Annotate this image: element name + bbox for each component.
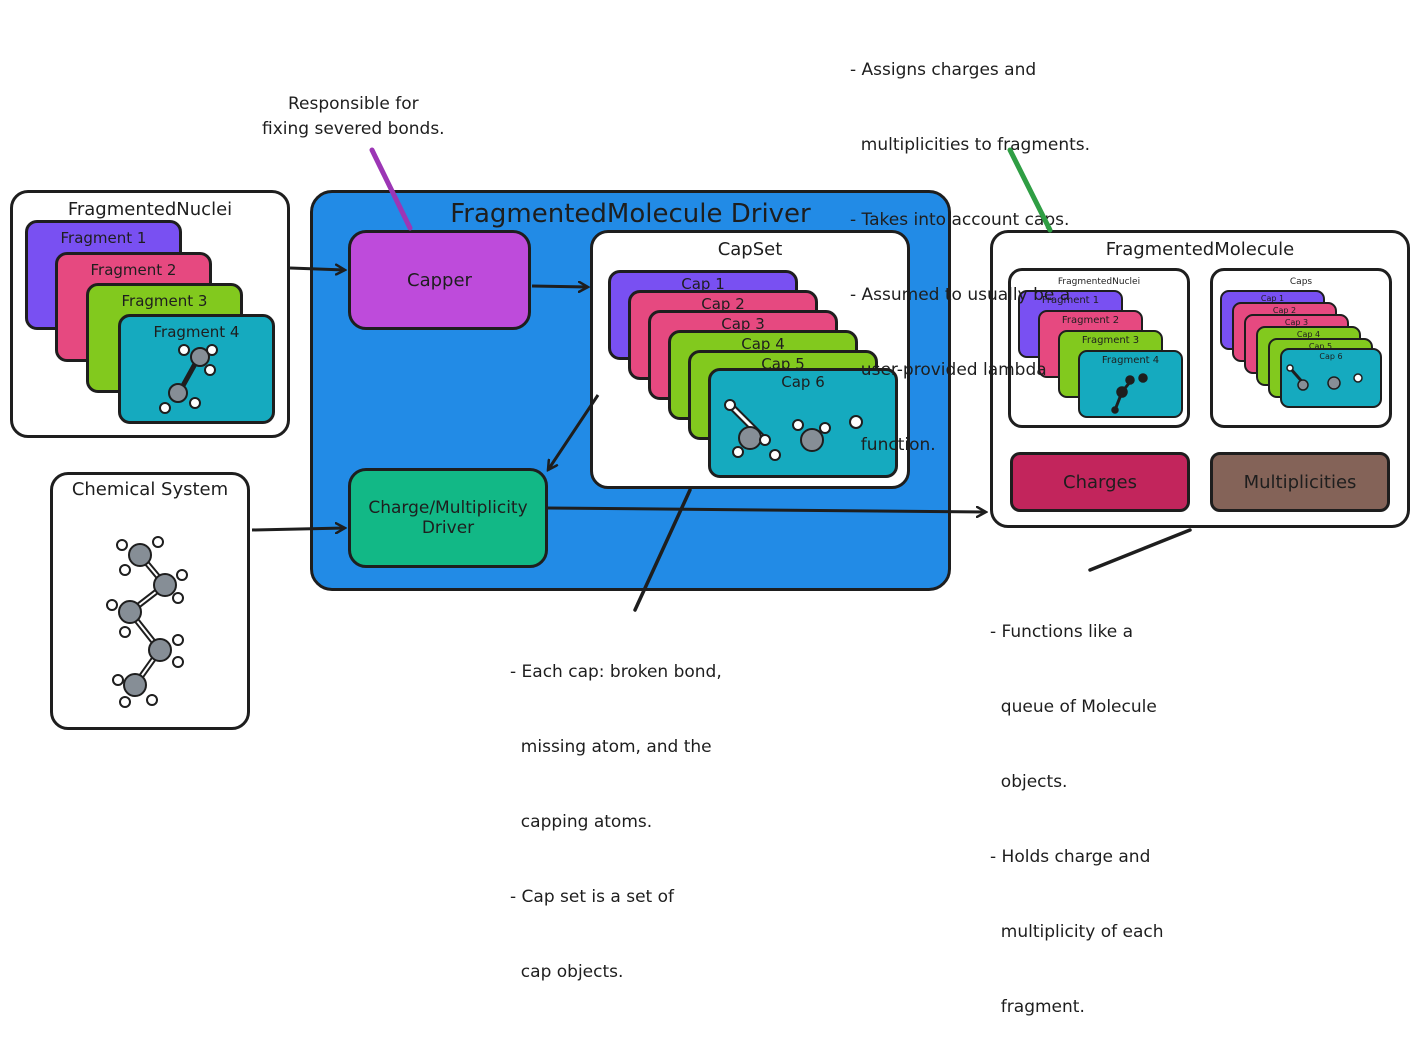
capper-label: Capper bbox=[407, 269, 472, 291]
fm-cap-label: Cap 1 bbox=[1260, 294, 1285, 303]
cm-driver-label-1: Charge/Multiplicity bbox=[368, 498, 528, 518]
capset-title: CapSet bbox=[717, 239, 783, 260]
fm-caps-title: Caps bbox=[1289, 277, 1313, 287]
fm-fragment-label: Fragment 2 bbox=[1061, 315, 1120, 326]
cm-driver-note: - Assigns charges and multiplicities to … bbox=[850, 8, 1090, 483]
note-line: - Functions like a bbox=[990, 622, 1134, 642]
capper-to-capset-arrow bbox=[531, 286, 588, 287]
capper-callout-line bbox=[369, 147, 413, 231]
capper-note: Responsible for fixing severed bonds. bbox=[262, 92, 445, 142]
fragmented-nuclei-title: FragmentedNuclei bbox=[67, 199, 233, 220]
fragment-label: Fragment 4 bbox=[153, 323, 240, 341]
cap-label: Cap 3 bbox=[721, 315, 765, 333]
note-line: function. bbox=[850, 435, 936, 455]
driver-title: FragmentedMolecule Driver bbox=[450, 199, 811, 229]
fragment-label: Fragment 3 bbox=[121, 292, 208, 310]
connectors-layer bbox=[106, 147, 1363, 708]
fm-fragment-label: Fragment 1 bbox=[1041, 295, 1100, 306]
fm-fragment-label: Fragment 3 bbox=[1081, 335, 1140, 346]
multiplicities-label: Multiplicities bbox=[1243, 471, 1357, 493]
note-line: cap objects. bbox=[510, 962, 624, 982]
fm-fragment-card[interactable]: Fragment 4 bbox=[1078, 350, 1183, 418]
fm-cap-label: Cap 5 bbox=[1308, 342, 1333, 351]
nuclei-to-capper-arrow bbox=[289, 268, 345, 270]
cm-driver-label-2: Driver bbox=[421, 518, 475, 538]
note-line: fragment. bbox=[990, 997, 1085, 1017]
fm-cap-label: Cap 2 bbox=[1272, 306, 1297, 315]
fragmented-molecule-title: FragmentedMolecule bbox=[1105, 239, 1295, 260]
fm-cap-molecule-icon bbox=[1286, 364, 1363, 391]
note-line: - Each cap: broken bond, bbox=[510, 662, 722, 682]
cap-label: Cap 1 bbox=[681, 275, 725, 293]
cap-label: Cap 6 bbox=[781, 373, 825, 391]
fm-cap-label: Cap 4 bbox=[1296, 330, 1321, 339]
fm-fragment-molecule-icon bbox=[1111, 373, 1148, 414]
capset-to-cm-arrow bbox=[548, 394, 600, 470]
note-line: user-provided lambda bbox=[850, 360, 1047, 380]
note-line: capping atoms. bbox=[510, 812, 653, 832]
note-line: multiplicities to fragments. bbox=[850, 135, 1091, 155]
note-line: fixing severed bonds. bbox=[262, 119, 445, 139]
charges-box[interactable]: Charges bbox=[1010, 452, 1190, 512]
chemical-system-box: Chemical System bbox=[50, 472, 250, 730]
cm-driver-box[interactable]: Charge/Multiplicity Driver bbox=[348, 468, 548, 568]
cm-callout-line bbox=[1007, 147, 1053, 233]
cap-label: Cap 4 bbox=[741, 335, 785, 353]
chemical-system-molecule-icon bbox=[106, 536, 188, 708]
note-line: queue of Molecule bbox=[990, 697, 1157, 717]
multiplicities-box[interactable]: Multiplicities bbox=[1210, 452, 1390, 512]
note-line: - Assumed to usually be a bbox=[850, 285, 1071, 305]
chemical-system-title: Chemical System bbox=[71, 479, 229, 500]
note-line: - Cap set is a set of bbox=[510, 887, 674, 907]
capper-box[interactable]: Capper bbox=[348, 230, 531, 330]
charges-label: Charges bbox=[1063, 471, 1137, 493]
fm-cap-label: Cap 6 bbox=[1319, 352, 1343, 361]
cm-to-fm-arrow bbox=[547, 508, 986, 512]
fm-note-connector bbox=[1088, 528, 1192, 572]
cap-label: Cap 2 bbox=[701, 295, 745, 313]
note-line: - Assigns charges and bbox=[850, 60, 1037, 80]
fragment-label: Fragment 2 bbox=[90, 261, 177, 279]
note-line: multiplicity of each bbox=[990, 922, 1164, 942]
chem-to-cm-arrow bbox=[251, 528, 345, 530]
note-line: - Holds charge and bbox=[990, 847, 1151, 867]
cap-molecule-icon bbox=[724, 399, 863, 461]
note-line: Responsible for bbox=[287, 94, 419, 114]
fm-nuclei-title: FragmentedNuclei bbox=[1057, 277, 1141, 287]
note-line: objects. bbox=[990, 772, 1068, 792]
fm-cap-label: Cap 3 bbox=[1284, 318, 1309, 327]
fm-fragment-label: Fragment 4 bbox=[1101, 355, 1160, 366]
fragment-molecule-icon bbox=[159, 344, 218, 414]
fragment-label: Fragment 1 bbox=[60, 229, 147, 247]
